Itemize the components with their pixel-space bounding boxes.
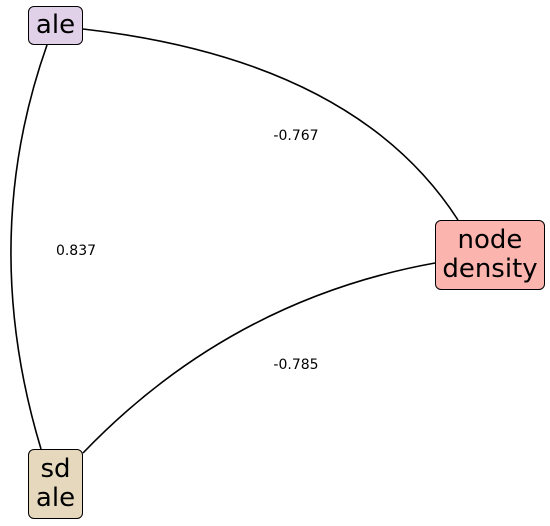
edge-label-node-density-sd-ale: -0.785 xyxy=(273,357,318,373)
edge-node-density-sd-ale xyxy=(82,262,436,454)
node-sd-ale: sd ale xyxy=(28,449,83,519)
edge-label-sd-ale-ale: 0.837 xyxy=(56,243,96,259)
edge-sd-ale-ale xyxy=(10,44,48,450)
edge-ale-node-density xyxy=(82,28,459,221)
node-node-density: node density xyxy=(435,220,545,290)
node-ale: ale xyxy=(28,6,83,45)
edge-label-ale-node-density: -0.767 xyxy=(273,128,318,144)
